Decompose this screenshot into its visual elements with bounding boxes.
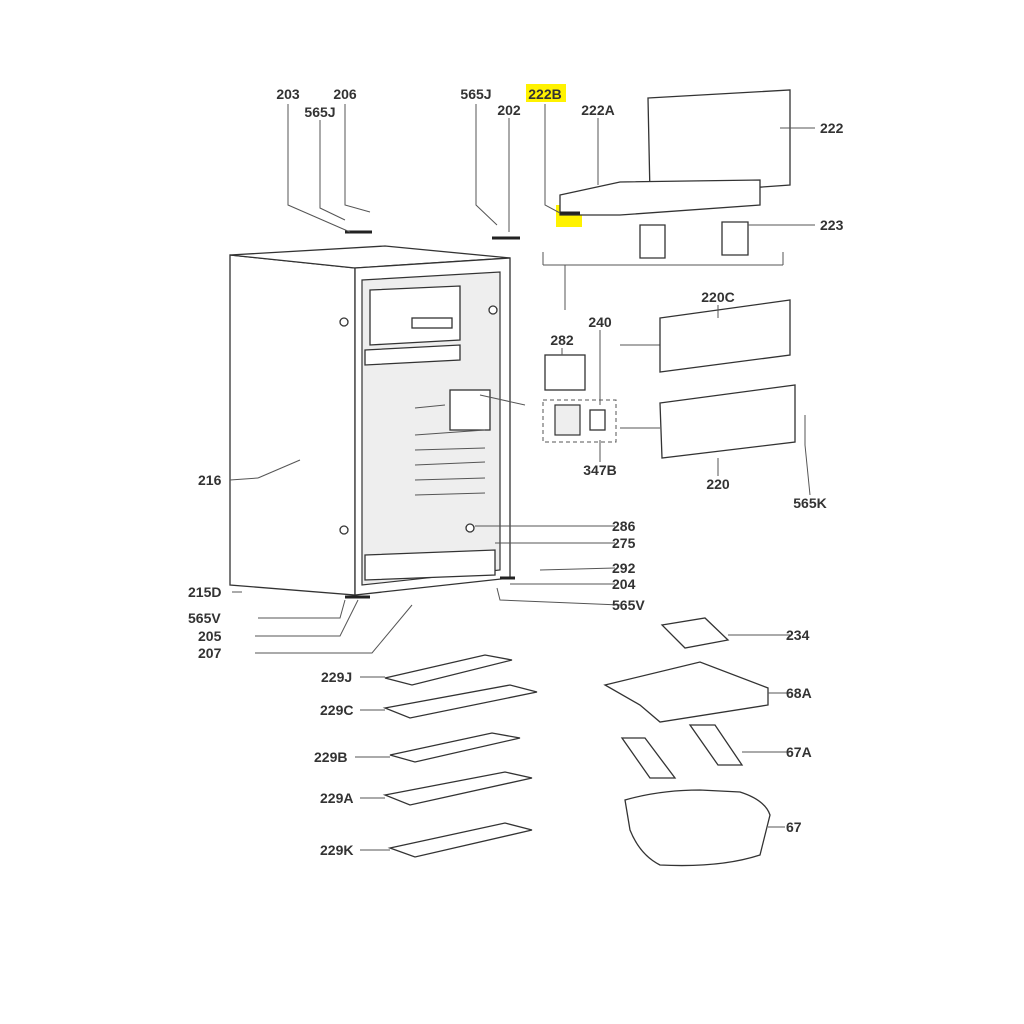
leader-lines xyxy=(229,104,815,851)
label-240: 240 xyxy=(588,314,612,330)
label-565j: 565J xyxy=(304,104,335,120)
vent-grilles xyxy=(659,299,806,459)
fridge-cabinet xyxy=(229,230,520,599)
label-222: 222 xyxy=(820,120,844,136)
part-labels: 203 565J 206 565J 202 222B 222A 222 223 … xyxy=(188,86,844,858)
label-202: 202 xyxy=(497,102,521,118)
label-565v: 565V xyxy=(188,610,221,626)
trays-and-bins xyxy=(603,617,771,867)
label-229b: 229B xyxy=(314,749,347,765)
label-220c: 220C xyxy=(701,289,734,305)
label-229a: 229A xyxy=(320,790,353,806)
label-220: 220 xyxy=(706,476,730,492)
label-67: 67 xyxy=(786,819,802,835)
label-286: 286 xyxy=(612,518,636,534)
label-206: 206 xyxy=(333,86,357,102)
control-parts xyxy=(479,344,660,443)
label-282: 282 xyxy=(550,332,574,348)
label-565j: 565J xyxy=(460,86,491,102)
label-222a: 222A xyxy=(581,102,614,118)
label-68a: 68A xyxy=(786,685,812,701)
label-229k: 229K xyxy=(320,842,353,858)
label-565v: 565V xyxy=(612,597,645,613)
label-215d: 215D xyxy=(188,584,221,600)
freezer-door-parts xyxy=(542,89,791,310)
label-204: 204 xyxy=(612,576,636,592)
label-229c: 229C xyxy=(320,702,353,718)
label-67a: 67A xyxy=(786,744,812,760)
highlight-222b xyxy=(526,84,566,102)
label-216: 216 xyxy=(198,472,222,488)
label-203: 203 xyxy=(276,86,300,102)
label-275: 275 xyxy=(612,535,636,551)
wire-shelves xyxy=(382,654,538,858)
label-207: 207 xyxy=(198,645,222,661)
label-347b: 347B xyxy=(583,462,616,478)
label-234: 234 xyxy=(786,627,810,643)
label-222b: 222B xyxy=(528,86,561,102)
label-565k: 565K xyxy=(793,495,826,511)
label-229j: 229J xyxy=(321,669,352,685)
label-205: 205 xyxy=(198,628,222,644)
label-223: 223 xyxy=(820,217,844,233)
label-292: 292 xyxy=(612,560,636,576)
